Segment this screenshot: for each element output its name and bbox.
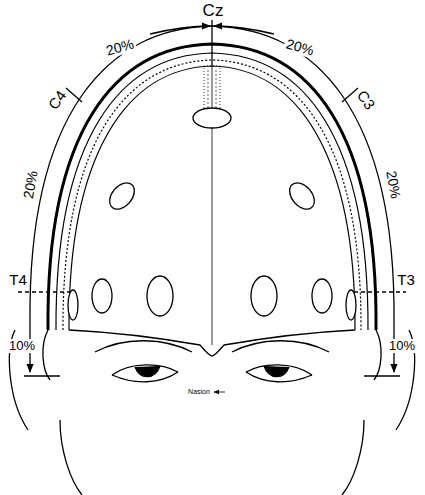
measurement-marks (18, 20, 406, 376)
electrode-label: Cz (201, 2, 226, 21)
distance-label: 10% (7, 339, 37, 353)
distance-label: 10% (387, 339, 417, 353)
face (9, 330, 414, 495)
distance-label: 20% (282, 36, 317, 60)
electrode-label: T4 (7, 272, 29, 289)
distance-label: 20% (21, 168, 42, 202)
skull-layers (30, 26, 394, 356)
electrode (68, 108, 356, 320)
distance-label: 20% (383, 168, 404, 202)
electrode-label: T3 (395, 272, 417, 289)
landmark-label: Nasion (186, 388, 212, 396)
